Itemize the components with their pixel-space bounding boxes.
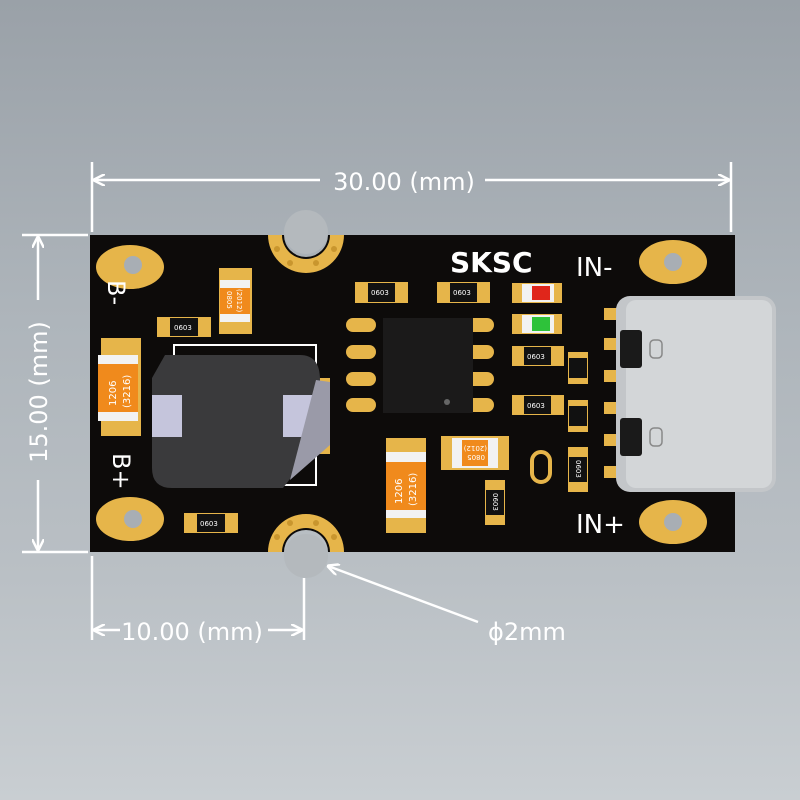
- capacitor-metric-label: (2012): [463, 444, 487, 452]
- capacitor-0603-3: 0603: [437, 282, 490, 303]
- pad-in-minus: [639, 240, 707, 284]
- hole-diameter-label: ϕ2mm: [488, 618, 566, 646]
- resistor-0603-10: [568, 400, 588, 432]
- capacitor-0805-top: 0805 (2012): [219, 268, 252, 334]
- inductor: [152, 344, 330, 488]
- pad-b-plus: [96, 497, 164, 541]
- svg-text:0603: 0603: [174, 324, 192, 332]
- mounting-hole-top: [268, 210, 344, 273]
- label-in-minus: IN-: [576, 253, 613, 283]
- brand-logo: SKSC: [450, 246, 533, 279]
- dimension-width: 30.00 (mm): [90, 162, 733, 232]
- resistor-size-label: 1206: [108, 381, 119, 406]
- led-red: [512, 283, 562, 303]
- resistor-metric-label: (3216): [408, 473, 419, 506]
- svg-text:0603: 0603: [453, 289, 471, 297]
- svg-text:0603: 0603: [371, 289, 389, 297]
- svg-text:0603: 0603: [527, 402, 545, 410]
- usb-c-connector: [604, 296, 776, 492]
- mounting-hole-bottom: [268, 514, 344, 578]
- width-dimension-label: 30.00 (mm): [333, 168, 475, 196]
- capacitor-0603-4: 0603: [184, 513, 238, 533]
- height-dimension-label: 15.00 (mm): [25, 321, 53, 463]
- pcb-board: B- B+ IN- IN+ SKSC 1206 (3216) 1206 (321…: [90, 210, 776, 578]
- resistor-1206-left: 1206 (3216): [98, 338, 141, 436]
- led-green: [512, 314, 562, 334]
- resistor-0603-8: 0603: [568, 447, 588, 492]
- capacitor-size-label: 0805: [225, 291, 233, 309]
- resistor-0603-6: 0603: [512, 395, 564, 415]
- oval-pad: [530, 450, 552, 484]
- label-b-minus: B-: [102, 280, 130, 305]
- resistor-0603-9: [568, 352, 588, 384]
- dimension-hole-diameter: ϕ2mm: [328, 566, 566, 646]
- resistor-0603-5: 0603: [512, 346, 564, 366]
- resistor-0603-7: 0603: [485, 480, 505, 525]
- svg-text:0603: 0603: [200, 520, 218, 528]
- dimension-height: 15.00 (mm): [22, 233, 88, 554]
- capacitor-0603-1: 0603: [157, 317, 211, 337]
- label-in-plus: IN+: [576, 510, 625, 540]
- pad-b-minus: [96, 245, 164, 289]
- pad-in-plus: [639, 500, 707, 544]
- capacitor-metric-label: (2012): [235, 289, 243, 313]
- capacitor-0603-2: 0603: [355, 282, 408, 303]
- svg-text:0603: 0603: [527, 353, 545, 361]
- dimension-hole-offset: 10.00 (mm): [90, 556, 306, 646]
- hole-offset-dimension-label: 10.00 (mm): [121, 618, 263, 646]
- ic-sop8: [346, 318, 494, 413]
- svg-text:0603: 0603: [491, 493, 499, 511]
- label-b-plus: B+: [107, 453, 135, 490]
- capacitor-size-label: 0805: [467, 453, 485, 461]
- svg-text:0603: 0603: [574, 460, 582, 478]
- capacitor-0805-center: 0805 (2012): [441, 436, 509, 470]
- resistor-size-label: 1206: [394, 479, 405, 504]
- resistor-metric-label: (3216): [122, 375, 133, 408]
- resistor-1206-center: 1206 (3216): [386, 438, 426, 533]
